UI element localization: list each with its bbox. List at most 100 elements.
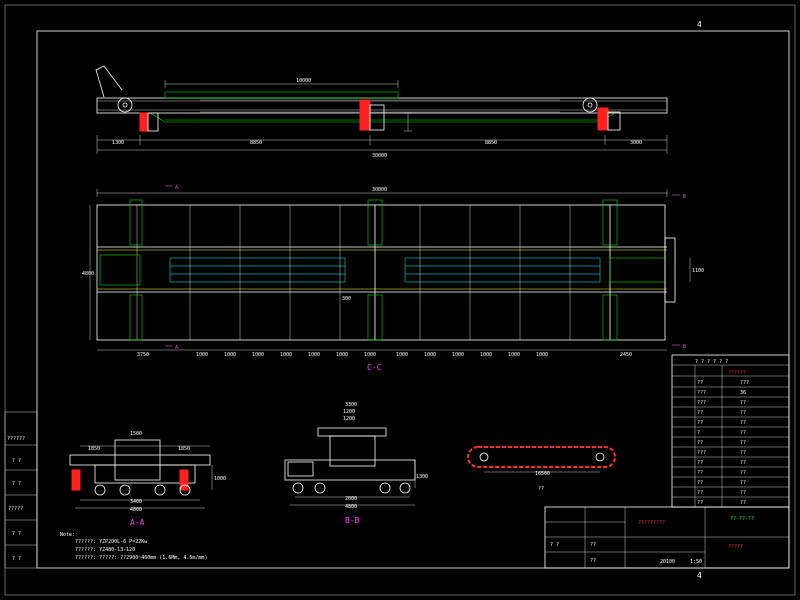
plan-dim-b2: 1000 bbox=[196, 352, 208, 358]
plan-dim-total: 30000 bbox=[372, 187, 387, 193]
spec-row-7-param: ?? bbox=[697, 440, 703, 446]
left-label-strip: ?????? ? ? ? ? ????? ? ? ? ? bbox=[4, 411, 38, 569]
wheel-brake-marker bbox=[597, 107, 609, 131]
section-mark-b-top: B bbox=[683, 194, 686, 200]
plan-dim-small: 300 bbox=[342, 296, 351, 302]
drawing-number: ??-??-?? bbox=[730, 516, 754, 522]
section-b-top-frame bbox=[317, 427, 387, 437]
spec-header: ? ? ? ? ? ? bbox=[695, 359, 728, 365]
track-dim: 16500 bbox=[535, 471, 550, 477]
side-dim-3: 8850 bbox=[485, 140, 497, 146]
outer-frame bbox=[4, 4, 796, 596]
spec-row-7-value: ?? bbox=[740, 440, 746, 446]
spec-row-13-param: ?? bbox=[697, 500, 703, 506]
section-b-dim-b1: 2000 bbox=[345, 496, 357, 502]
spec-row-2-param: ??? bbox=[697, 390, 706, 396]
spec-row-5-param: ?? bbox=[697, 420, 703, 426]
side-dim-top: 10000 bbox=[296, 78, 311, 84]
side-dim-4: 3000 bbox=[630, 140, 642, 146]
section-a-dim-b1: 3400 bbox=[130, 499, 142, 505]
spec-row-1-value: ??? bbox=[740, 380, 749, 386]
track-chain-view: 16500 ?? bbox=[467, 446, 616, 492]
plan-dim-b14: 1000 bbox=[536, 352, 548, 358]
scale-value: 1:50 bbox=[690, 559, 702, 565]
side-dim-total: 30000 bbox=[372, 153, 387, 159]
spec-row-4-param: ?? bbox=[697, 410, 703, 416]
spec-row-2-value: 36 bbox=[740, 390, 746, 396]
plan-dim-b15: 2450 bbox=[620, 352, 632, 358]
side-dim-2: 8850 bbox=[250, 140, 262, 146]
spec-row-8-param: ??? bbox=[697, 450, 706, 456]
section-mark-b-bottom: B bbox=[683, 344, 686, 350]
spec-row-8-value: ?? bbox=[740, 450, 746, 456]
spec-subheader: ?????? bbox=[728, 370, 746, 376]
notes-line-1: ??????: YZP200L-6 P=22Kw bbox=[75, 539, 148, 545]
spec-row-11-param: ?? bbox=[697, 480, 703, 486]
spec-row-3-param: ??? bbox=[697, 400, 706, 406]
zone-number-bottom: 4 bbox=[697, 571, 702, 580]
wheel-bogie bbox=[367, 199, 383, 246]
spec-row-13-value: ?? bbox=[740, 500, 746, 506]
notes-line-3: ??????: ?????: ??2900~460mm (1.6Mm, 4.5m… bbox=[75, 555, 207, 561]
section-b-dim-right: 1300 bbox=[416, 474, 428, 480]
plan-outer-frame bbox=[96, 204, 666, 341]
drive-unit-left bbox=[99, 254, 141, 286]
side-label-1: ?????? bbox=[7, 436, 25, 442]
section-b-dim-3: 1200 bbox=[343, 416, 355, 422]
notes-title: Note: bbox=[60, 532, 75, 538]
section-b-body bbox=[329, 435, 376, 467]
side-label-3: ? ? bbox=[12, 481, 21, 487]
spec-row-6-param: ? bbox=[697, 430, 700, 436]
side-dim-1: 1300 bbox=[112, 140, 124, 146]
plan-dim-b13: 1000 bbox=[508, 352, 520, 358]
sheet-mark-1: ? ? bbox=[550, 542, 559, 548]
company-name: ????????? bbox=[638, 520, 665, 526]
spec-row-3-value: ?? bbox=[740, 400, 746, 406]
wheel-brake-marker bbox=[359, 99, 371, 131]
section-b-dim-2: 1200 bbox=[343, 409, 355, 415]
plan-dim-right: 1100 bbox=[692, 268, 704, 274]
spec-table: ? ? ? ? ? ? ?????? ?? ??? ??? 36 ??? ?? … bbox=[671, 354, 790, 508]
plan-dim-b11: 1000 bbox=[452, 352, 464, 358]
section-a-dim-b2: 4800 bbox=[130, 507, 142, 513]
notes-block: Note: ??????: YZP200L-6 P=22Kw ??????: Y… bbox=[60, 532, 207, 561]
plan-dim-b6: 1000 bbox=[308, 352, 320, 358]
drawing-title: ????? bbox=[728, 544, 743, 550]
plan-dim-b8: 1000 bbox=[364, 352, 376, 358]
section-b-label: B-B bbox=[345, 516, 360, 525]
wheel-bogie bbox=[367, 294, 383, 341]
notes-line-2: ??????: YZ480-13-120 bbox=[75, 547, 135, 553]
sheet-mark-3: ?? bbox=[590, 558, 596, 564]
spec-row-6-value: ?? bbox=[740, 430, 746, 436]
spec-row-1-param: ?? bbox=[697, 380, 703, 386]
section-a-dim-2: 1850 bbox=[88, 446, 100, 452]
plan-dim-b12: 1000 bbox=[480, 352, 492, 358]
wheel-brake-marker bbox=[139, 112, 149, 132]
wheel-bogie bbox=[602, 199, 618, 246]
section-a-dim-right: 1000 bbox=[214, 476, 226, 482]
spec-row-5-value: ?? bbox=[740, 420, 746, 426]
section-b-dim-1: 3300 bbox=[345, 402, 357, 408]
drive-unit-right bbox=[609, 257, 666, 283]
wheel-brake-marker bbox=[179, 469, 189, 491]
spec-row-10-param: ?? bbox=[697, 470, 703, 476]
end-bumper bbox=[664, 237, 676, 303]
plan-dim-b3: 1000 bbox=[224, 352, 236, 358]
wheel-bogie bbox=[602, 294, 618, 341]
plan-dim-b1: 3750 bbox=[137, 352, 149, 358]
sheet-mark-2: ?? bbox=[590, 542, 596, 548]
plan-dim-b7: 1000 bbox=[336, 352, 348, 358]
section-a-dim-1: 1500 bbox=[130, 431, 142, 437]
zone-number-top: 4 bbox=[697, 20, 702, 29]
conveyor-segment-left bbox=[169, 257, 346, 283]
spec-row-9-value: ?? bbox=[740, 460, 746, 466]
side-label-4: ????? bbox=[8, 506, 23, 512]
conveyor-segment-right bbox=[404, 257, 601, 283]
side-elevation-view: 10000 bbox=[95, 65, 668, 159]
plan-dim-b9: 1000 bbox=[396, 352, 408, 358]
spec-row-10-value: ?? bbox=[740, 470, 746, 476]
plan-view: 30000 A A B B bbox=[82, 185, 704, 372]
section-b-deck bbox=[284, 459, 416, 481]
plan-dim-b10: 1000 bbox=[424, 352, 436, 358]
wheel-brake-marker bbox=[71, 469, 81, 491]
